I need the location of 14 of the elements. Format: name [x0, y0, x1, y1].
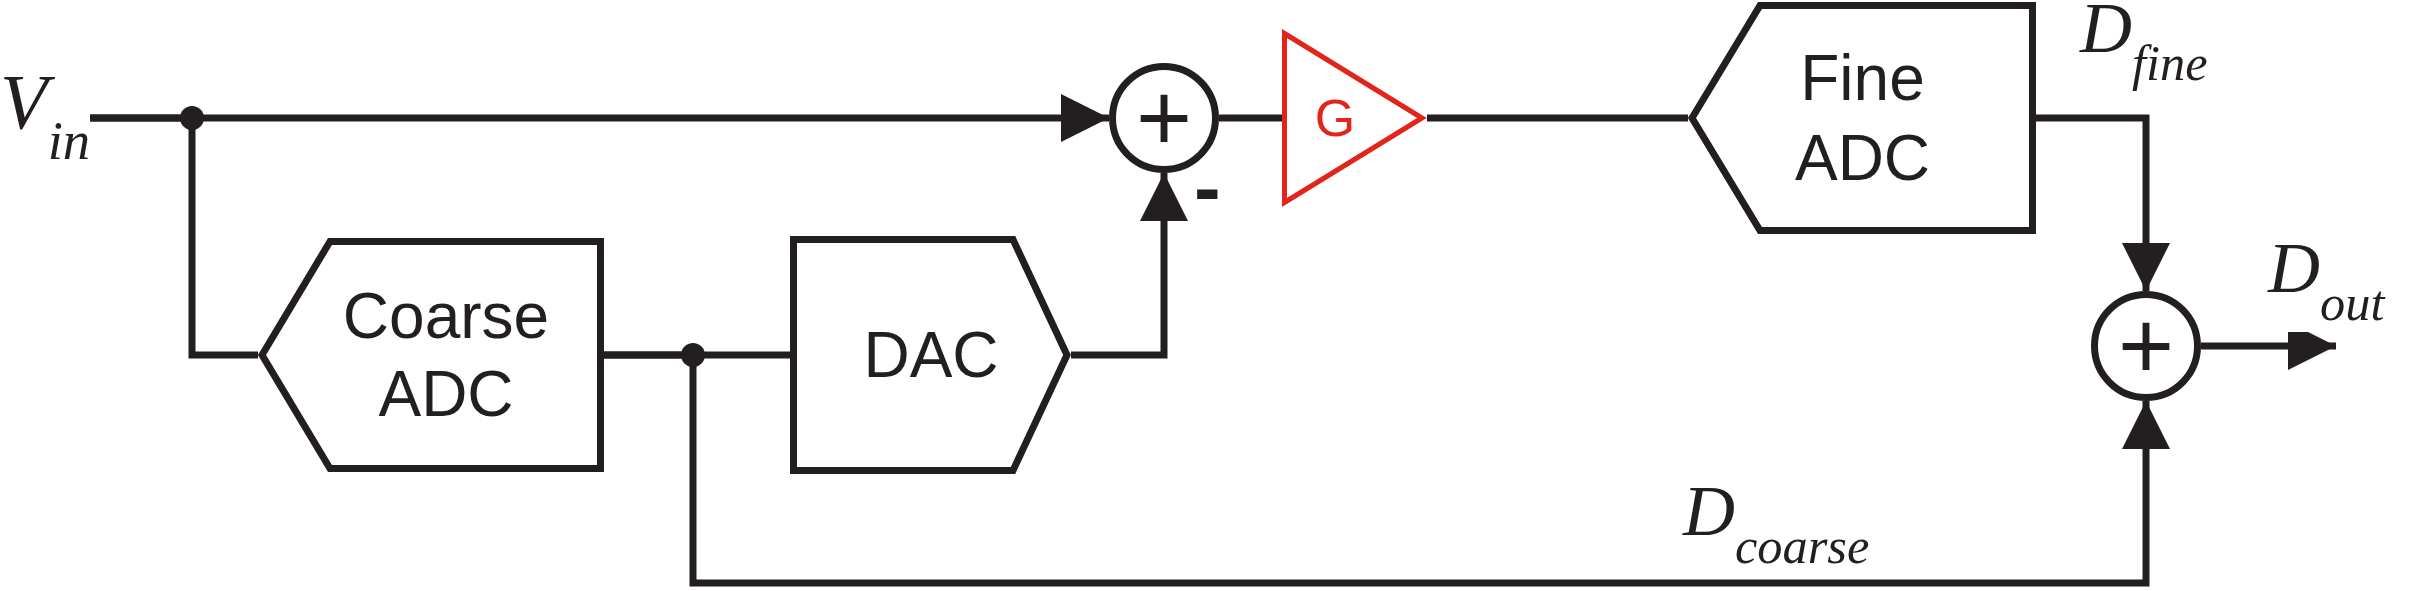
block-label: DAC — [863, 317, 999, 393]
adc-block — [258, 238, 604, 472]
dac-block — [790, 236, 1071, 474]
summing-circle — [2091, 291, 2201, 401]
plus-sign: + — [2117, 312, 2175, 380]
signal-label: V$_{in}$ — [0, 71, 91, 172]
summing-circle — [1109, 63, 1219, 173]
adc-block — [1688, 2, 2036, 234]
gain-label: G — [1314, 92, 1356, 144]
block-label: Coarse ADC — [341, 278, 551, 432]
minus-sign: - — [1194, 172, 1221, 204]
block-label: Fine ADC — [1793, 41, 1932, 196]
plus-sign: + — [1135, 84, 1193, 152]
amplifier-triangle — [1282, 29, 1427, 207]
